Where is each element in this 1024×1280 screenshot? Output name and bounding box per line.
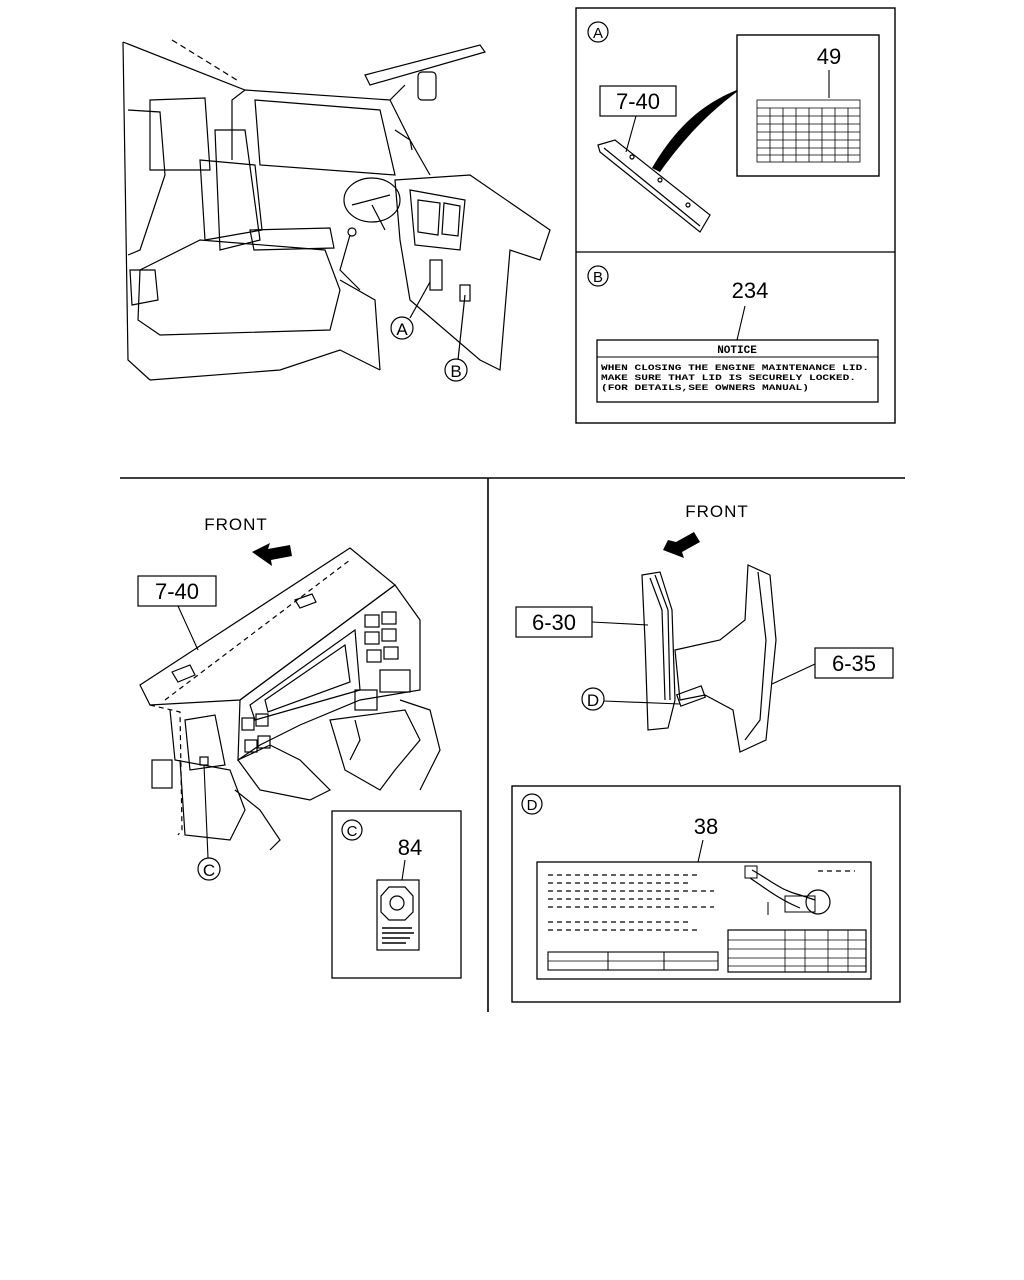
part-7-40-label-top: 7-40 <box>616 89 660 114</box>
part-234-label: 234 <box>732 278 769 303</box>
callout-b-label: B <box>450 362 461 381</box>
callout-c-label: C <box>203 861 215 880</box>
callout-c-marker <box>197 857 221 881</box>
dashboard-illustration <box>139 547 441 851</box>
part-49-label: 49 <box>817 44 841 69</box>
lid-pointer-arrow <box>652 88 742 172</box>
label-49-frame <box>736 34 880 177</box>
detail-b-label: B <box>593 269 603 286</box>
part-6-35-box <box>814 647 894 679</box>
notice-heading: NOTICE <box>717 345 757 357</box>
part-84-label: 84 <box>398 835 422 860</box>
part-7-40-box-top <box>599 85 677 117</box>
part-6-30-box <box>515 606 593 638</box>
detail-c-marker <box>341 819 363 841</box>
callout-a-marker <box>390 316 414 340</box>
notice-label-frame <box>596 339 879 403</box>
detail-a-label: A <box>593 25 603 42</box>
front-direction-label-left: FRONT <box>204 515 268 534</box>
cab-interior-illustration <box>122 39 551 381</box>
callout-a-label: A <box>396 320 408 339</box>
label-38-sticker <box>536 861 872 980</box>
label-84-sticker <box>376 879 420 951</box>
detail-ab-box <box>575 7 896 424</box>
callout-b-marker <box>444 358 468 382</box>
front-arrow-right <box>663 532 700 558</box>
part-38-label: 38 <box>694 814 718 839</box>
detail-c-label: C <box>347 823 358 840</box>
detail-d-label: D <box>527 797 538 814</box>
part-7-40-label-left: 7-40 <box>155 579 199 604</box>
notice-line-2: MAKE SURE THAT LID IS SECURELY LOCKED. <box>601 373 856 383</box>
pillar-trim-illustration <box>641 564 777 753</box>
front-arrow-left <box>252 543 292 566</box>
detail-a-marker <box>587 21 609 43</box>
front-direction-label-right: FRONT <box>685 502 749 521</box>
part-6-35-label: 6-35 <box>832 651 876 676</box>
callout-d-label: D <box>587 691 599 710</box>
maintenance-lid <box>597 139 711 233</box>
part-6-30-label: 6-30 <box>532 610 576 635</box>
notice-line-1: WHEN CLOSING THE ENGINE MAINTENANCE LID. <box>601 363 869 373</box>
part-7-40-box-left <box>137 575 217 607</box>
detail-b-marker <box>587 265 609 287</box>
label-49-grid <box>756 99 861 163</box>
detail-d-marker <box>521 793 543 815</box>
callout-d-marker <box>581 687 605 711</box>
notice-line-3: (FOR DETAILS,SEE OWNERS MANUAL) <box>601 383 809 393</box>
